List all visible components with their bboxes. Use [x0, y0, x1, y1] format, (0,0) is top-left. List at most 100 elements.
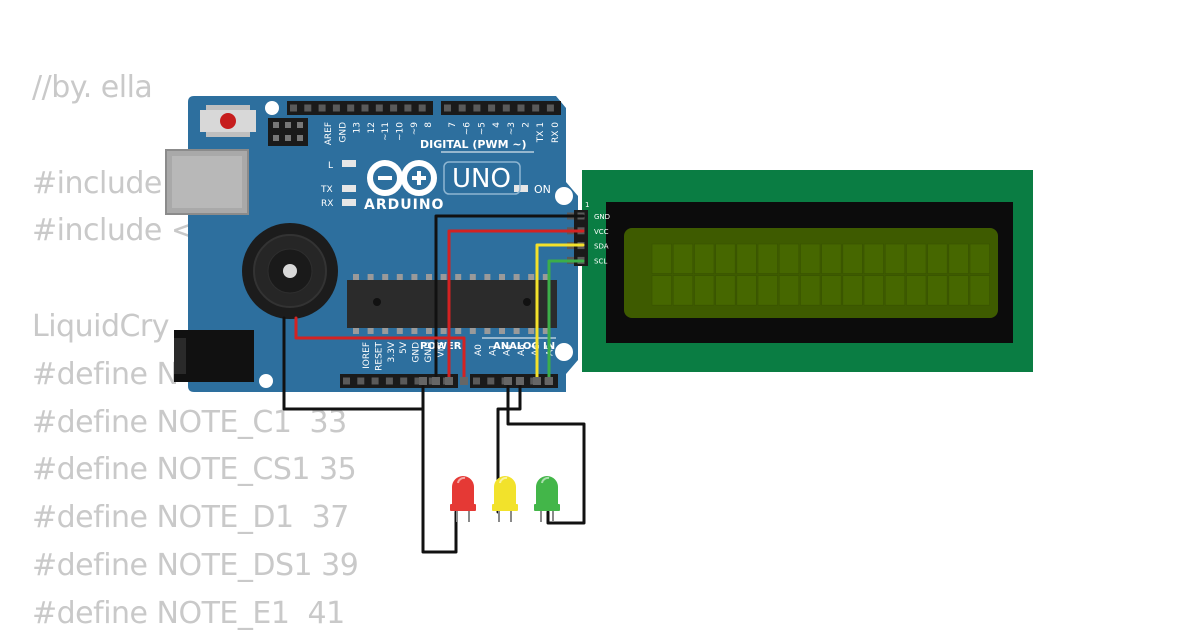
- piezo-buzzer[interactable]: [242, 223, 338, 319]
- header-pin: [488, 104, 496, 112]
- chip-pin: [382, 327, 389, 334]
- header-pin: [371, 377, 379, 385]
- chip-pin: [499, 327, 505, 334]
- lcd-cell: [757, 243, 778, 274]
- led-rim: [492, 504, 518, 511]
- led-tx: [342, 185, 356, 192]
- pin-label: 4: [492, 122, 502, 128]
- model-name: UNO: [452, 164, 511, 194]
- header-pin: [304, 104, 312, 112]
- code-line: #define N: [32, 356, 179, 392]
- lcd-cell: [969, 243, 990, 274]
- lcd-cell: [715, 243, 736, 274]
- chip-pin: [367, 274, 374, 281]
- lcd-cell: [948, 243, 969, 274]
- lcd-cell: [906, 275, 927, 306]
- wire-led-gnd[interactable]: [421, 379, 458, 554]
- lcd-cell: [778, 275, 800, 306]
- pin-label: RESET: [374, 342, 384, 371]
- header-pin: [343, 377, 350, 385]
- lcd-pin-label: VCC: [594, 228, 609, 236]
- header-pin: [502, 104, 510, 112]
- chip-pin: [542, 327, 549, 334]
- pin-label: GND: [412, 342, 422, 363]
- pin-label: A1: [488, 344, 498, 356]
- led-yellow[interactable]: [492, 476, 518, 522]
- lcd-pin-label: SCL: [594, 257, 607, 265]
- wire-led-signal-a2[interactable]: [506, 379, 586, 525]
- header-pin: [400, 377, 408, 385]
- code-line: #define NOTE_DS1 39: [32, 547, 359, 583]
- led-red[interactable]: [450, 476, 476, 522]
- led-rim: [450, 504, 476, 511]
- pin-label: A2: [503, 344, 513, 356]
- digital-pwm-label: DIGITAL (PWM ~): [420, 138, 527, 151]
- led-body: [494, 476, 516, 510]
- lcd-cell: [863, 275, 884, 306]
- led-on-label: ON: [534, 183, 551, 196]
- chip-pin: [484, 274, 491, 281]
- wire-vcc-lcd[interactable]: [447, 229, 585, 383]
- microcontroller-chip: [347, 274, 557, 334]
- power-jack: [174, 330, 254, 382]
- chip-pin: [455, 327, 462, 334]
- chip-pin: [367, 327, 374, 334]
- pin-label: A3: [517, 344, 527, 356]
- wire-buzzer-signal[interactable]: [294, 316, 466, 383]
- lcd-cell: [757, 275, 778, 306]
- led-tx-label: TX: [320, 185, 333, 195]
- lcd-cell: [778, 243, 800, 274]
- led-highlight: [457, 476, 466, 484]
- led-rx-label: RX: [321, 199, 333, 209]
- code-line: #define NOTE_E1 41: [32, 595, 345, 631]
- mount-hole: [555, 343, 573, 361]
- arduino-brand: ARDUINO: [364, 197, 444, 213]
- pin-label: IOREF: [362, 342, 372, 369]
- header-pin: [444, 104, 451, 112]
- lcd-cell: [672, 243, 694, 274]
- lcd-cell: [884, 275, 906, 306]
- pin-label: VIN: [436, 342, 446, 358]
- analog-header: [470, 374, 558, 388]
- chip-pin: [382, 274, 389, 281]
- header-pin: [332, 104, 340, 112]
- chip-pin: [440, 274, 447, 281]
- header-pin: [418, 104, 426, 112]
- mount-hole: [259, 374, 273, 388]
- chip-pin: [469, 327, 476, 334]
- mount-hole: [555, 187, 573, 205]
- header-pin: [385, 377, 393, 385]
- chip-pin: [396, 274, 403, 281]
- pin-label: ~11: [381, 122, 391, 141]
- lcd-cell: [969, 275, 990, 306]
- wire-scl-lcd[interactable]: [547, 259, 585, 383]
- wire-sda-lcd[interactable]: [535, 243, 585, 383]
- lcd-cell: [927, 275, 948, 306]
- lcd-cell: [736, 243, 757, 274]
- pin-label: 7: [448, 122, 458, 128]
- pin-label: 8: [424, 122, 434, 128]
- pin-label: 2: [522, 122, 532, 128]
- led-highlight: [541, 476, 550, 484]
- power-header: [340, 374, 458, 388]
- chip-pin: [513, 327, 520, 334]
- arduino-logo-icon: [367, 160, 437, 196]
- lcd-1602-i2c-module[interactable]: [582, 170, 1033, 372]
- chip-pin: [396, 327, 403, 334]
- pin-label: ~5: [477, 122, 487, 135]
- wire-gnd-lcd[interactable]: [434, 214, 585, 383]
- lcd-cell: [948, 275, 969, 306]
- reset-button[interactable]: [200, 105, 256, 137]
- led-highlight: [499, 476, 508, 484]
- pin-label: ~10: [396, 122, 406, 141]
- chip-pin: [455, 274, 462, 281]
- led-green[interactable]: [534, 476, 560, 522]
- analog-in-label: ANALOG IN: [493, 341, 555, 352]
- chip-pin: [484, 327, 491, 334]
- header-pin: [375, 104, 383, 112]
- lcd-cell: [672, 275, 694, 306]
- chip-pin: [513, 274, 520, 281]
